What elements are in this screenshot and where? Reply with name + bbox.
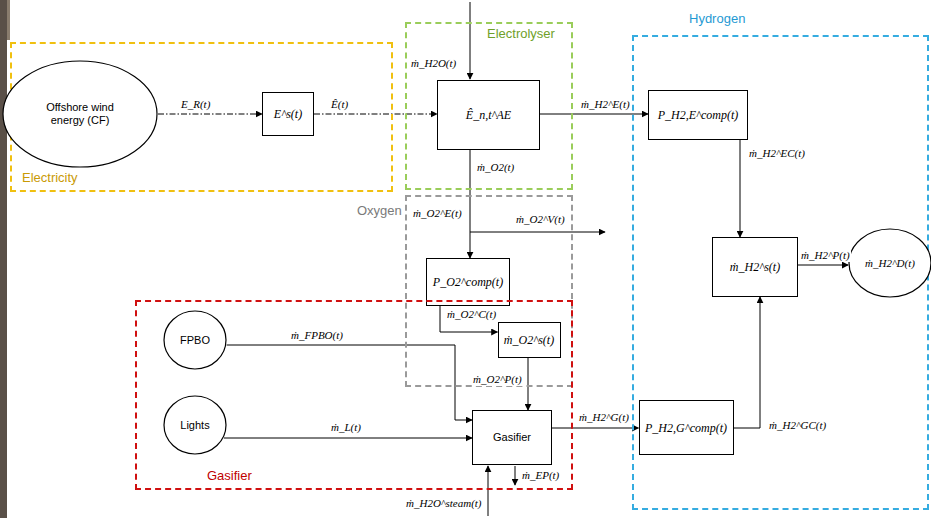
process-box: Ê_n,t^AE [437, 80, 540, 150]
node-text: P_H2,E^comp(t) [658, 108, 739, 122]
source-circle: Lights [163, 395, 227, 455]
node-text: FPBO [180, 334, 210, 347]
flow-connector [440, 306, 498, 332]
flow-connector [740, 140, 741, 237]
node-text: ṁ_H2^D(t) [865, 256, 915, 270]
text-holder: Ê_n,t^AE [466, 108, 511, 122]
flow-connector [552, 428, 639, 429]
text-holder: ṁ_H2^s(t) [730, 260, 780, 274]
flow-connector [224, 438, 472, 439]
text-holder: Gasifier [493, 431, 531, 444]
flow-label: ṁ_H2^EC(t) [748, 146, 806, 160]
circle-shape [164, 311, 226, 369]
text-holder: P_O2^comp(t) [433, 275, 503, 289]
process-box: P_H2,G^comp(t) [639, 400, 734, 455]
node-text: Ê_n,t^AE [466, 108, 511, 122]
group-region: Gasifier FPBO LightsGasifier [135, 300, 573, 490]
oxygen-vent-arrow [470, 232, 605, 233]
photo-strip [7, 0, 10, 40]
group-label: Electrolyser [487, 26, 555, 41]
flow-connector [798, 265, 848, 266]
text-holder: P_H2,G^comp(t) [645, 421, 727, 435]
group-label: Gasifier [207, 468, 252, 483]
flow-label: ṁ_H2^G(t) [578, 410, 630, 424]
photo-strip [0, 0, 7, 518]
byproduct-outlet-arrow [515, 466, 516, 485]
process-box: P_H2,E^comp(t) [648, 90, 748, 140]
node-text: ṁ_H2^s(t) [730, 260, 780, 274]
steam-inlet-arrow [488, 466, 489, 516]
flow-label: ṁ_H2^GC(t) [768, 418, 827, 432]
flow-label: E_R(t) [180, 97, 211, 111]
text-holder: FPBO [180, 334, 210, 347]
group-label: Oxygen [357, 203, 402, 218]
flow-label: ṁ_L(t) [330, 420, 362, 434]
text-holder: ṁ_H2^D(t) [865, 256, 915, 270]
process-box: E^s(t) [262, 92, 314, 136]
node-text: Lights [180, 419, 209, 432]
flow-label: ṁ_H2^P(t) [800, 248, 851, 262]
flow-label: ṁ_H2^E(t) [580, 97, 631, 111]
process-box: ṁ_H2^s(t) [712, 237, 798, 297]
process-box: ṁ_O2^s(t) [498, 322, 561, 358]
node-text: E^s(t) [274, 107, 302, 121]
flow-label: ṁ_O2^V(t) [515, 212, 566, 226]
text-holder: E^s(t) [274, 107, 302, 121]
text-holder: Lights [180, 419, 209, 432]
flow-connector [470, 150, 471, 258]
text-holder: Offshore wind energy (CF) [30, 101, 130, 127]
source-circle: Offshore wind energy (CF) [2, 60, 158, 168]
flow-label: ṁ_O2(t) [476, 160, 515, 174]
flow-label: ṁ_H2O^steam(t) [405, 496, 483, 510]
flow-connector [734, 297, 761, 428]
group-label: Hydrogen [689, 11, 745, 26]
flow-label: ṁ_H2O(t) [410, 56, 457, 70]
group-region: HydrogenP_H2,E^comp(t)ṁ_H2^s(t)ṁ_H2^D(t)… [632, 35, 929, 510]
node-text: ṁ_O2^s(t) [504, 333, 554, 347]
node-text: Gasifier [493, 431, 531, 444]
circle-shape [3, 61, 157, 167]
flow-label: ṁ_O2^E(t) [412, 206, 463, 220]
flow-label: ṁ_O2^C(t) [446, 307, 497, 321]
group-label: Electricity [22, 170, 78, 185]
flow-label: Ê(t) [330, 97, 349, 111]
flow-connector [528, 358, 529, 410]
source-circle: FPBO [163, 310, 227, 370]
flow-connector [227, 345, 472, 420]
process-box: P_O2^comp(t) [426, 258, 510, 306]
text-holder: P_H2,E^comp(t) [658, 108, 739, 122]
circle-shape [849, 229, 931, 297]
node-text: P_O2^comp(t) [433, 275, 503, 289]
group-region: Electricity Offshore wind energy (CF) E^s(… [10, 42, 393, 192]
text-holder: ṁ_O2^s(t) [504, 333, 554, 347]
process-box: Gasifier [472, 410, 552, 465]
flow-connector [314, 114, 437, 115]
circle-shape [164, 396, 226, 454]
flow-label: ṁ_O2^P(t) [472, 372, 523, 386]
flow-connector [158, 114, 262, 115]
node-text: Offshore wind energy (CF) [30, 101, 130, 127]
source-circle: ṁ_H2^D(t) [848, 228, 931, 298]
flow-label: ṁ_EP(t) [521, 468, 560, 482]
water-inlet-arrow [470, 2, 471, 79]
node-text: P_H2,G^comp(t) [645, 421, 727, 435]
flow-label: ṁ_FPBO(t) [290, 328, 344, 342]
